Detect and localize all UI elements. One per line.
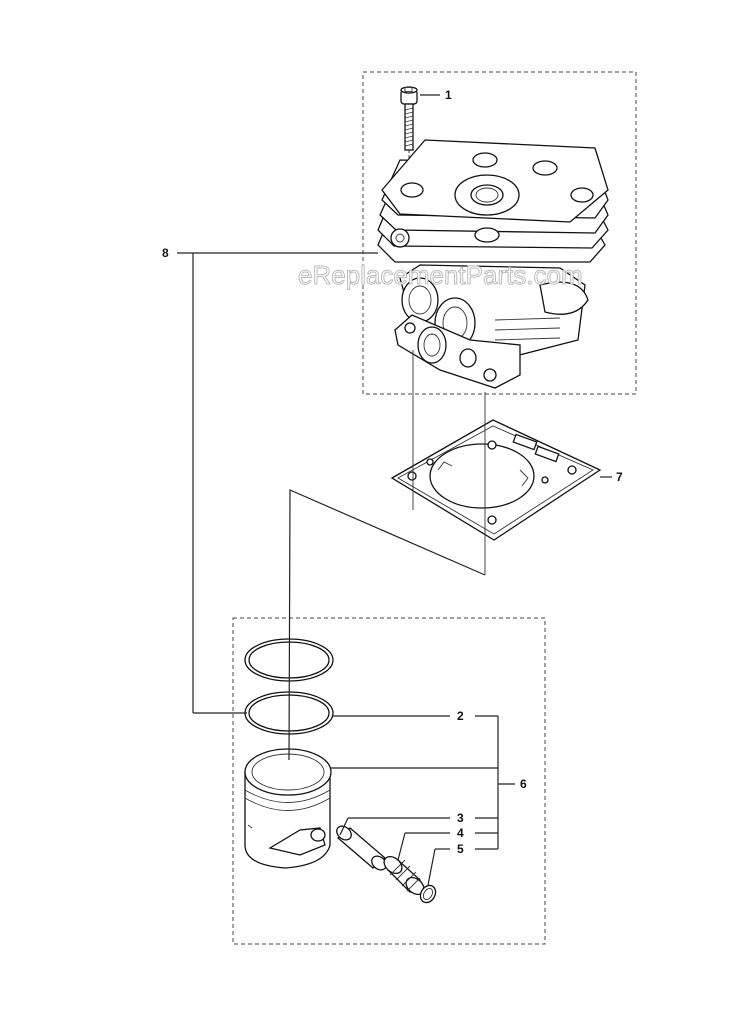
bolt-icon <box>400 86 418 160</box>
cylinder-icon <box>377 139 609 389</box>
callout-2: 2 <box>457 709 464 723</box>
callout-5: 5 <box>457 842 464 856</box>
cylinder-group-box <box>362 71 637 395</box>
piston-pin-icon <box>336 825 387 871</box>
piston-group-box <box>232 617 546 945</box>
gasket-icon <box>390 419 602 541</box>
callout-1: 1 <box>445 88 452 102</box>
circlip-icon <box>419 884 437 904</box>
callout-6: 6 <box>520 777 527 791</box>
piston-icon <box>244 748 332 869</box>
leader-lines <box>177 94 612 886</box>
callout-8: 8 <box>162 246 169 260</box>
callout-4: 4 <box>457 826 464 840</box>
watermark-text: eReplacementParts.com <box>298 260 583 290</box>
callout-3: 3 <box>457 811 464 825</box>
callout-7: 7 <box>616 470 623 484</box>
needle-bearing-icon <box>383 855 425 896</box>
